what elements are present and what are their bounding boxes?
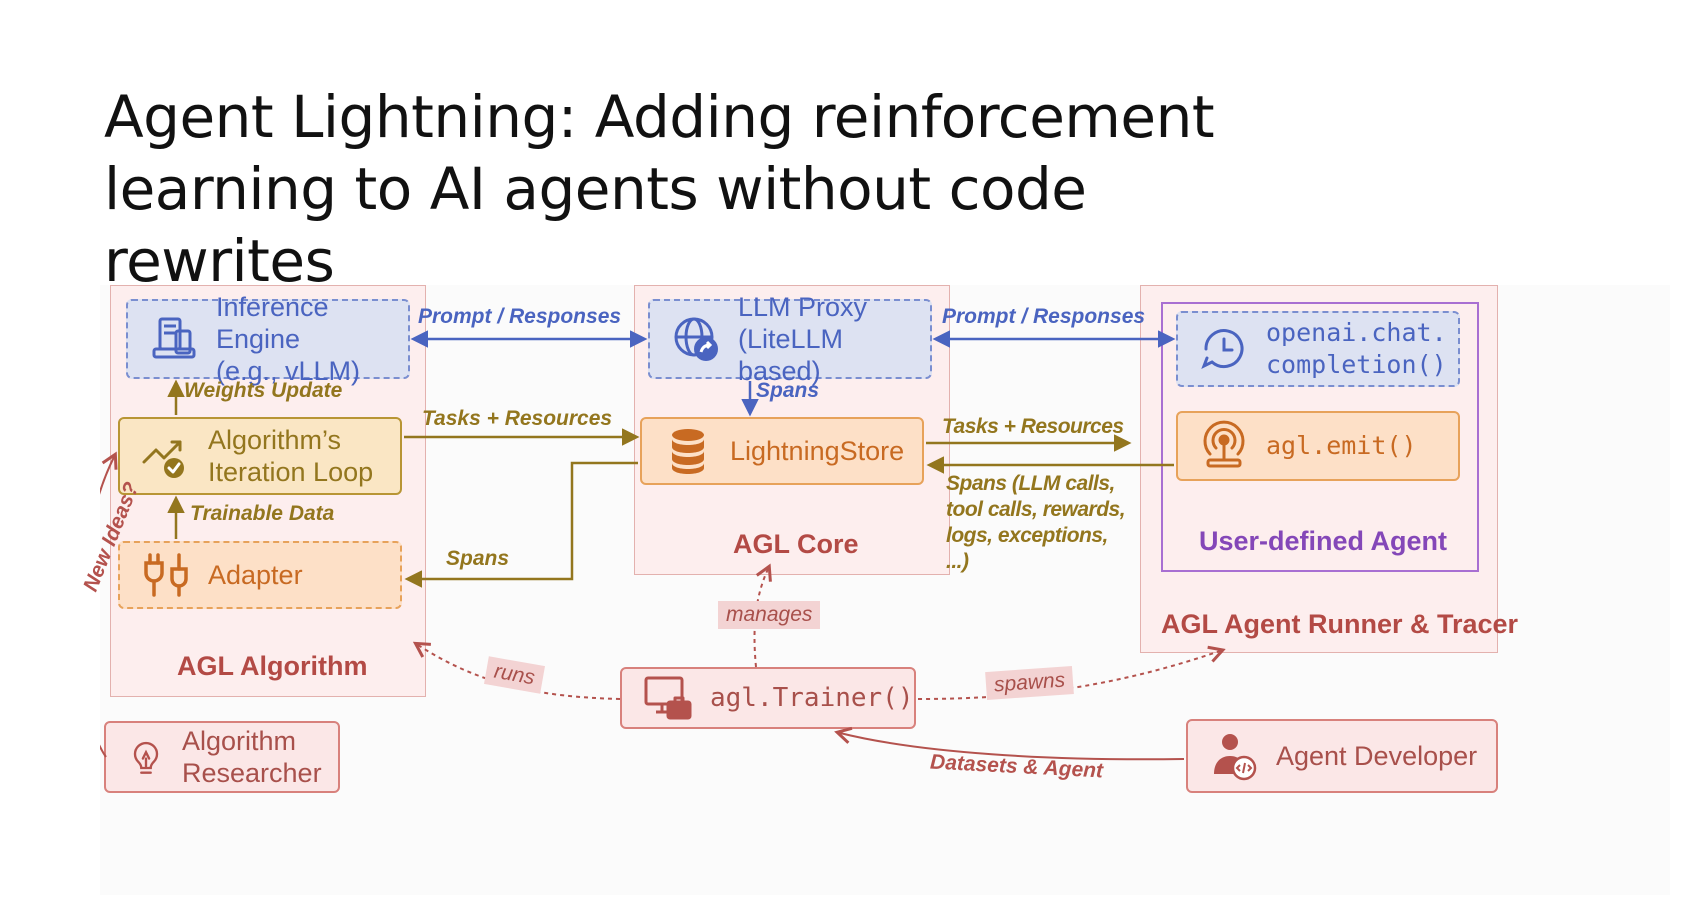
edge-tag-manages: manages: [718, 601, 821, 629]
edge-label-spans-detail: Spans (LLM calls, tool calls, rewards, l…: [946, 472, 1126, 573]
algorithm-researcher-box[interactable]: Algorithm Researcher: [104, 721, 340, 793]
broadcast-icon: [1196, 418, 1252, 474]
trainer-box[interactable]: agl.Trainer(): [620, 667, 916, 729]
panel-label-algorithm: AGL Algorithm: [177, 651, 368, 681]
edge-label-prompt-responses-right: Prompt / Responses: [942, 305, 1146, 328]
monitor-toolbox-icon: [640, 670, 696, 726]
llm-proxy-box[interactable]: LLM Proxy (LiteLLM based): [648, 292, 932, 386]
inference-engine-box[interactable]: Inference Engine (e.g., vLLM): [126, 292, 410, 386]
edge-label-spans-adapter: Spans: [446, 547, 510, 570]
adapter-box[interactable]: Adapter: [118, 541, 402, 609]
plug-icon: [138, 547, 194, 603]
agl-emit-box[interactable]: agl.emit(): [1176, 411, 1460, 481]
database-icon: [660, 423, 716, 479]
person-code-icon: [1206, 728, 1262, 784]
panel-label-core: AGL Core: [733, 529, 859, 559]
edge-label-prompt-responses-left: Prompt / Responses: [418, 305, 622, 328]
trend-check-icon: [138, 428, 194, 484]
lightning-store-label: LightningStore: [730, 436, 905, 466]
globe-arrow-icon: [668, 311, 724, 367]
agl-emit-label: agl.emit(): [1266, 431, 1417, 460]
agent-developer-label: Agent Developer: [1276, 741, 1478, 771]
panel-label-user-agent: User-defined Agent: [1199, 526, 1448, 556]
lightning-store-box[interactable]: LightningStore: [640, 417, 924, 485]
adapter-label: Adapter: [208, 560, 303, 590]
edge-label-tasks-resources-right: Tasks + Resources: [942, 415, 1124, 438]
panel-label-runner: AGL Agent Runner & Tracer: [1161, 609, 1519, 639]
edge-label-spans-proxy: Spans: [756, 379, 820, 402]
trainer-label: agl.Trainer(): [710, 683, 914, 713]
iteration-loop-label: Algorithm’s Iteration Loop: [208, 425, 374, 487]
edge-label-trainable-data: Trainable Data: [190, 502, 335, 525]
llm-proxy-label: LLM Proxy (LiteLLM based): [738, 292, 868, 386]
openai-call-label: openai.chat. completion(): [1266, 318, 1447, 379]
edge-label-weights-update: Weights Update: [184, 379, 343, 402]
architecture-diagram: AGL Algorithm AGL Core User-defined Agen…: [79, 285, 1670, 895]
lightbulb-icon: [124, 733, 168, 781]
clock-chat-icon: [1196, 321, 1252, 377]
edge-label-tasks-resources-left: Tasks + Resources: [422, 407, 613, 430]
openai-call-box[interactable]: openai.chat. completion(): [1176, 311, 1460, 387]
connector-lines: [100, 330, 1670, 761]
agent-developer-box[interactable]: Agent Developer: [1186, 719, 1498, 793]
page-title: Agent Lightning: Adding reinforcement le…: [104, 82, 1215, 295]
iteration-loop-box[interactable]: Algorithm’s Iteration Loop: [118, 417, 402, 495]
inference-engine-label: Inference Engine (e.g., vLLM): [216, 292, 361, 386]
algorithm-researcher-label: Algorithm Researcher: [182, 726, 322, 788]
server-icon: [146, 311, 202, 367]
